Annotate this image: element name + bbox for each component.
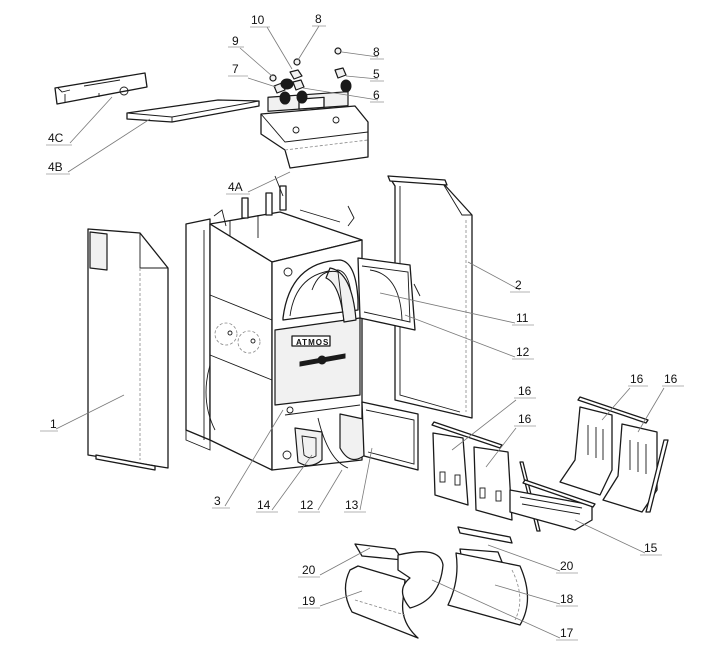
fitting-5: [334, 67, 347, 79]
callout-12-lower: 12: [300, 498, 314, 512]
callout-14: 14: [257, 498, 271, 512]
callout-20-left: 20: [302, 563, 316, 577]
callout-16-d: 16: [664, 372, 678, 386]
fitting-10: [289, 69, 303, 80]
part-upper-door: [311, 257, 421, 331]
callout-7: 7: [232, 62, 239, 76]
callout-13: 13: [345, 498, 359, 512]
callout-16-c: 16: [630, 372, 644, 386]
callout-10: 10: [251, 13, 265, 27]
callouts: 1 2 3 4A 4B 4C 5 6 7 8: [40, 12, 684, 641]
part-side-panel-right: [387, 175, 473, 419]
part-control-panel-4a: [260, 91, 369, 169]
part-top-cover-4b: [126, 99, 260, 123]
callout-19: 19: [302, 594, 316, 608]
callout-2: 2: [515, 278, 522, 292]
part-boiler-body: ATMOS: [185, 175, 363, 471]
fitting-6: [292, 79, 305, 91]
part-refractory-set: [431, 396, 669, 532]
callout-15: 15: [644, 541, 658, 555]
callout-5: 5: [373, 67, 380, 81]
part-lower-shells: [344, 526, 529, 639]
callout-18: 18: [560, 592, 574, 606]
part-rear-bracket-4c: [54, 72, 148, 105]
callout-16-b: 16: [518, 412, 532, 426]
part-side-panel-left: [87, 228, 169, 471]
callout-16-a: 16: [518, 384, 532, 398]
callout-17: 17: [560, 626, 574, 640]
callout-8-upper: 8: [315, 12, 322, 26]
callout-4c: 4C: [48, 131, 64, 145]
callout-9: 9: [232, 34, 239, 48]
callout-4a: 4A: [228, 180, 243, 194]
callout-4b: 4B: [48, 160, 63, 174]
fitting-8-upper: [293, 58, 301, 66]
callout-1: 1: [50, 417, 57, 431]
part-fittings: [269, 47, 352, 105]
callout-8-right: 8: [373, 45, 380, 59]
callout-3: 3: [214, 494, 221, 508]
fitting-9: [269, 74, 277, 82]
front-logo-text: ATMOS: [296, 338, 329, 347]
part-lower-doors: [294, 401, 419, 471]
callout-12-upper: 12: [516, 345, 530, 359]
fitting-8-right: [334, 47, 342, 55]
callout-6: 6: [373, 88, 380, 102]
callout-20-right: 20: [560, 559, 574, 573]
callout-11: 11: [516, 311, 529, 325]
